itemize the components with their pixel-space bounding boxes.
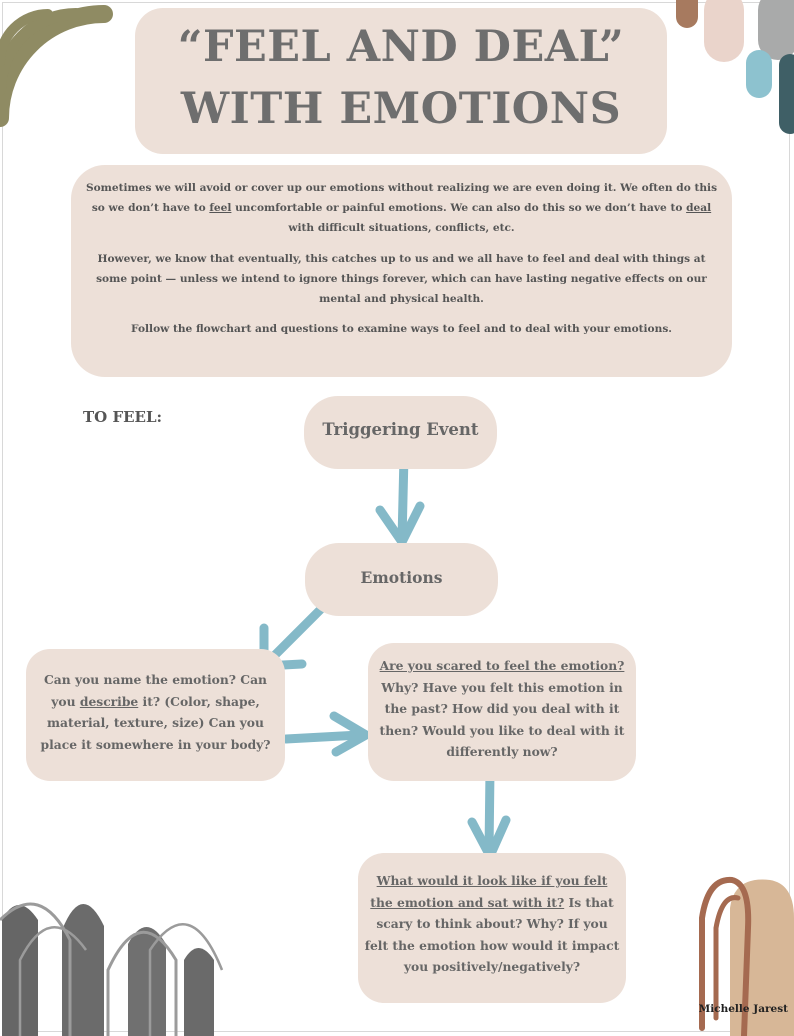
intro-paragraph-3: Follow the flowchart and questions to ex… — [131, 323, 672, 335]
name-box-text: it? (Color, shape, material, texture, si… — [40, 693, 271, 752]
name-emotion-text: Can you name the emotion? Can you descri… — [32, 669, 279, 755]
scared-to-feel-box: Are you scared to feel the emotion? Why?… — [368, 643, 636, 781]
name-emotion-box: Can you name the emotion? Can you descri… — [26, 649, 285, 781]
rainbow-arc-decoration — [0, 5, 113, 127]
underlined-deal: deal — [686, 201, 712, 214]
title-box: “FEEL AND DEAL” WITH EMOTIONS — [135, 8, 667, 154]
underlined-feel: feel — [209, 201, 232, 214]
title-line-2: WITH EMOTIONS — [180, 84, 622, 134]
author-signature: Michelle Jarest — [698, 1003, 788, 1015]
triggering-event-node: Triggering Event — [304, 396, 497, 469]
pill-shapes-decoration-top-right — [676, 0, 794, 134]
blob-decoration-bottom-right — [699, 876, 794, 1036]
arrow-name-to-scared — [281, 730, 365, 744]
title-line-1: “FEEL AND DEAL” — [177, 22, 625, 72]
intro-box: Sometimes we will avoid or cover up our … — [71, 165, 732, 377]
intro-paragraph-1: Sometimes we will avoid or cover up our … — [85, 179, 718, 238]
triggering-event-label: Triggering Event — [322, 420, 479, 439]
arrow-scared-to-sat — [484, 765, 495, 857]
scared-box-body: Why? Have you felt this emotion in the p… — [379, 679, 625, 760]
arrow-trigger-to-emotions — [397, 451, 409, 545]
emotions-node: Emotions — [305, 543, 498, 616]
arches-decoration-bottom-left — [0, 902, 224, 1036]
emotions-label: Emotions — [360, 568, 443, 587]
intro-paragraph-2: However, we know that eventually, this c… — [96, 253, 707, 305]
sat-box-body: Is that scary to think about? Why? If yo… — [364, 894, 620, 975]
scared-box-heading: Are you scared to feel the emotion? — [379, 658, 625, 673]
sit-with-emotion-box: What would it look like if you felt the … — [358, 853, 626, 1003]
sat-box-heading: What would it look like if you felt the … — [370, 873, 608, 910]
intro-text: uncomfortable or painful emotions. We ca… — [231, 201, 687, 214]
sit-with-emotion-text: What would it look like if you felt the … — [364, 870, 620, 978]
intro-text: with difficult situations, conflicts, et… — [288, 221, 515, 234]
underlined-describe: describe — [79, 693, 139, 709]
intro-text: Sometimes we will avoid or cover up our … — [85, 182, 718, 214]
section-label: TO FEEL: — [83, 408, 163, 426]
scared-to-feel-text: Are you scared to feel the emotion? Why?… — [374, 655, 630, 763]
name-box-text: Can you name the emotion? Can you — [43, 672, 267, 709]
